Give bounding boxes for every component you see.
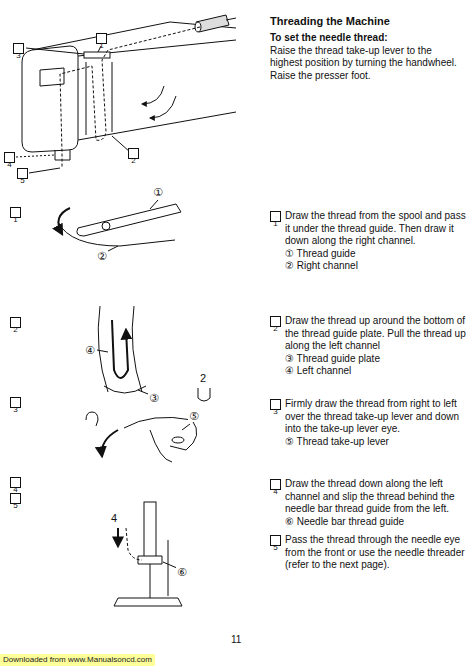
machine-outline: [78, 112, 236, 140]
callout-number: 5: [20, 176, 24, 185]
leader-line: [182, 424, 190, 430]
instruction-text: Raise the thread take-up lever to the hi…: [270, 45, 466, 70]
callout-number: ①: [152, 186, 164, 198]
thread-hook: [86, 412, 98, 426]
take-up-slot: [40, 68, 64, 86]
callout-box: 1: [10, 207, 21, 218]
instruction-text: Firmly draw the thread from right to lef…: [285, 398, 467, 436]
callout-number: 3: [13, 405, 17, 414]
callout-number: 5: [273, 543, 277, 552]
thread-guide: [84, 52, 110, 58]
needle-bar: [144, 502, 156, 560]
guide-plate: [104, 386, 146, 393]
page-number: 11: [231, 634, 241, 647]
callout-box: 5: [17, 168, 28, 179]
callout-box: 4: [10, 477, 21, 488]
callout-number: 1: [13, 215, 17, 224]
callout-number: ⑤: [188, 410, 200, 422]
needle: [150, 564, 151, 600]
callout-box: 2: [270, 316, 281, 327]
callout-box: 2: [128, 148, 139, 159]
watermark: Downloaded from www.Manualsoncd.com: [0, 654, 155, 666]
callout-box: 5: [10, 493, 21, 504]
leader-line: [29, 168, 60, 173]
callout-number: 3: [16, 51, 20, 60]
callout-box: 1: [96, 33, 107, 44]
callout-box: 2: [10, 317, 21, 328]
callout-number: 3: [273, 407, 277, 416]
subheading: To set the needle thread:: [270, 32, 466, 45]
leader-line: [138, 390, 148, 394]
instruction-text: ② Right channel: [285, 260, 467, 273]
thread-guide-screw: [102, 222, 110, 230]
callout-number: 4: [110, 512, 118, 524]
callout-box: 4: [270, 479, 281, 490]
callout-box: 4: [4, 152, 15, 163]
machine-face: [22, 46, 78, 152]
callout-number: ⑥: [176, 566, 188, 578]
callout-box: 5: [270, 535, 281, 546]
direction-arrow: [102, 430, 118, 456]
channel-wall: [132, 306, 142, 392]
u-symbol: [198, 388, 210, 401]
leader-line: [16, 155, 55, 157]
thread-guide: [77, 204, 181, 236]
thread: [126, 528, 142, 560]
callout-number: 2: [199, 372, 207, 384]
leader-line: [150, 200, 158, 209]
handwheel-arrow: [142, 86, 164, 104]
leader-line: [163, 562, 177, 568]
callout-box: 3: [13, 43, 24, 54]
spool: [196, 15, 229, 32]
thread: [58, 222, 175, 246]
callout-box: 3: [10, 397, 21, 408]
instruction-text: ⑥ Needle bar thread guide: [285, 516, 467, 529]
thread: [150, 430, 172, 462]
callout-number: ②: [96, 250, 108, 262]
instruction-text: Draw the thread down along the left chan…: [285, 478, 467, 516]
lever-eye: [172, 437, 184, 443]
spool-pin: [226, 18, 236, 20]
callout-number: 5: [13, 501, 17, 510]
direction-arrow: [117, 528, 119, 546]
leader-line: [97, 350, 108, 352]
presser-foot: [55, 150, 70, 160]
callout-number: 4: [7, 160, 11, 169]
leader-line: [108, 246, 118, 251]
thread-arrow: [112, 320, 128, 378]
page-title: Threading the Machine: [270, 14, 466, 28]
handwheel-arrow: [150, 96, 176, 118]
callout-number: 1: [99, 41, 103, 50]
callout-box: 1: [270, 211, 281, 222]
instruction-text: Raise the presser foot.: [270, 70, 466, 83]
callout-number: 2: [131, 156, 135, 165]
instruction-text: Draw the thread up around the bottom of …: [285, 315, 467, 353]
presser-bar: [168, 540, 169, 596]
instruction-text: ① Thread guide: [285, 248, 467, 261]
instruction-text: ⑤ Thread take-up lever: [285, 436, 467, 449]
instruction-text: Pass the thread through the needle eye f…: [285, 534, 467, 572]
instruction-text: Draw the thread from the spool and pass …: [285, 210, 467, 248]
take-up-lever: [124, 417, 197, 450]
thread-path: [60, 27, 200, 168]
callout-box: 3: [270, 399, 281, 410]
presser-foot: [114, 598, 182, 606]
leader-line: [26, 48, 84, 54]
channel-wall: [98, 306, 108, 392]
callout-number: 2: [273, 324, 277, 333]
callout-number: 2: [13, 325, 17, 334]
callout-number: 4: [273, 487, 277, 496]
callout-number: ③: [148, 392, 160, 404]
callout-number: ④: [84, 344, 96, 356]
instruction-text: ④ Left channel: [285, 365, 467, 378]
callout-number: 1: [273, 219, 277, 228]
instruction-text: ③ Thread guide plate: [285, 353, 467, 366]
thread-channel: [86, 62, 112, 135]
